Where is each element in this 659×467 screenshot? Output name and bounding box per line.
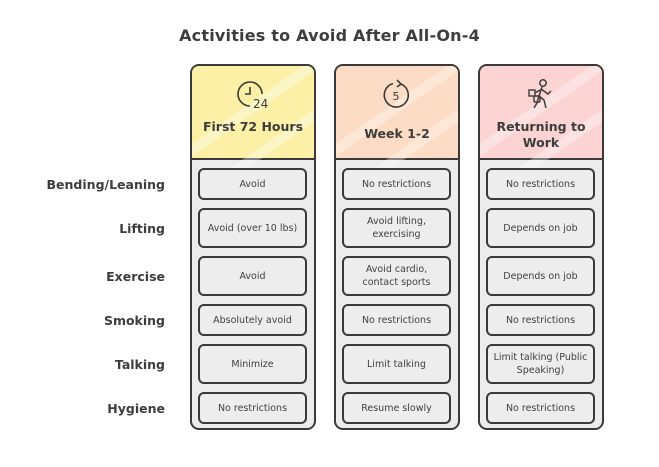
row-label-exercise: Exercise [106,269,165,284]
column-header-label: Returning to Work [496,119,586,150]
cell-work-hygiene: No restrictions [486,392,595,424]
row-label-lifting: Lifting [119,221,165,236]
cell-first72-bending: Avoid [198,168,307,200]
cell-week12-talking: Limit talking [342,344,451,384]
cell-first72-smoking: Absolutely avoid [198,304,307,336]
row-label-smoking: Smoking [103,313,165,328]
column-header: Returning to Work [480,66,602,199]
clock-24-icon: 24 [237,81,268,110]
row-label-bending-leaning: Bending/Leaning [46,177,165,192]
cell-first72-exercise: Avoid [198,256,307,296]
cell-first72-talking: Minimize [198,344,307,384]
cell-first72-hygiene: No restrictions [198,392,307,424]
column-week-1-2: 5 Week 1-2 No restrictions Avoid lifting… [334,64,460,430]
repeat-5-icon: 5 [383,79,410,108]
row-label-hygiene: Hygiene [107,401,165,416]
person-walking-to-work-icon [528,79,552,109]
svg-text:24: 24 [253,97,268,110]
cell-work-talking: Limit talking (Public Speaking) [486,344,595,384]
column-first-72-hours: 24 First 72 Hours Avoid Avoid (over 10 l… [190,64,316,430]
cell-week12-exercise: Avoid cardio, contact sports [342,256,451,296]
svg-text:5: 5 [393,90,400,103]
column-header: 24 First 72 Hours [192,66,314,199]
column-header-label: First 72 Hours [202,119,304,134]
cell-week12-bending: No restrictions [342,168,451,200]
cell-week12-smoking: No restrictions [342,304,451,336]
cell-week12-hygiene: Resume slowly [342,392,451,424]
column-header: 5 Week 1-2 [336,66,458,199]
cell-work-lifting: Depends on job [486,208,595,248]
cell-first72-lifting: Avoid (over 10 lbs) [198,208,307,248]
column-header-label: Week 1-2 [364,126,430,141]
cell-week12-lifting: Avoid lifting, exercising [342,208,451,248]
row-label-talking: Talking [114,357,165,372]
cell-work-exercise: Depends on job [486,256,595,296]
cell-work-bending: No restrictions [486,168,595,200]
cell-work-smoking: No restrictions [486,304,595,336]
column-returning-to-work: Returning to Work No restrictions Depend… [478,64,604,430]
diagram-title: Activities to Avoid After All-On-4 [179,26,480,45]
